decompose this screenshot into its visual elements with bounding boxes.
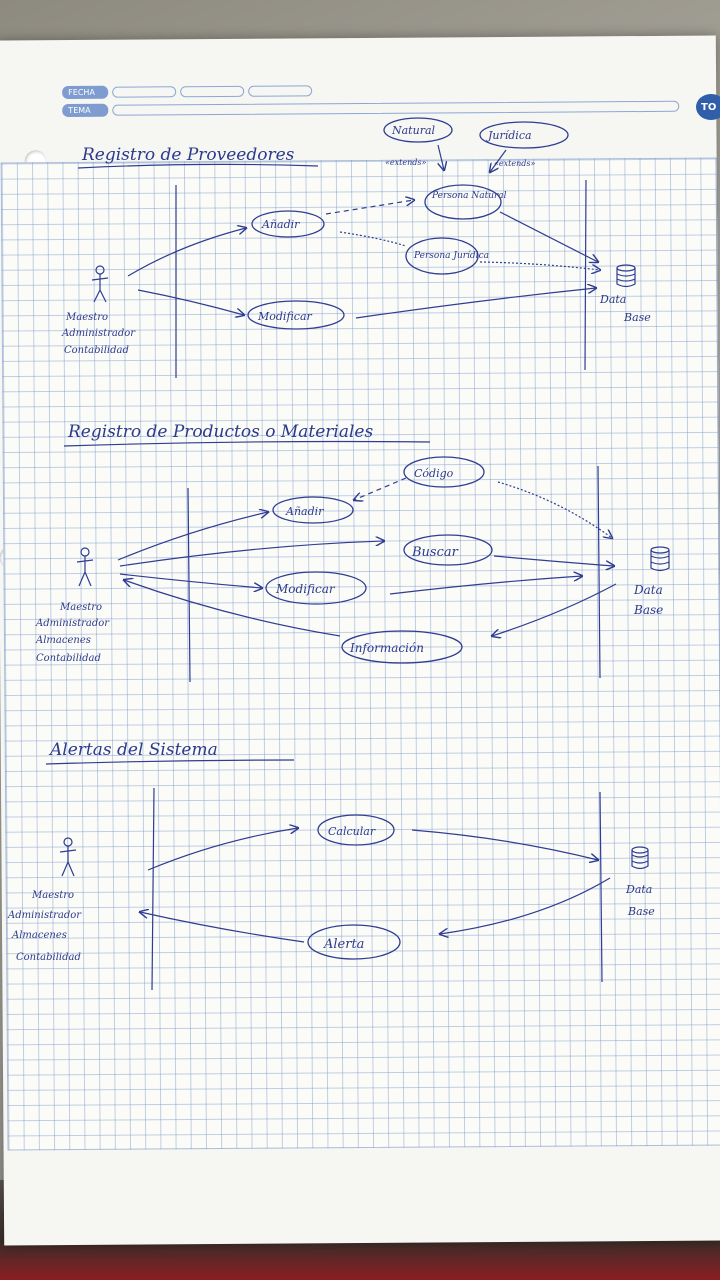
brand-logo: TO bbox=[696, 94, 720, 120]
association-arrow bbox=[127, 228, 246, 277]
system-boundary-right bbox=[584, 179, 587, 371]
system-boundary-right bbox=[599, 791, 603, 983]
title-underline bbox=[45, 759, 295, 765]
use-case-ellipse bbox=[317, 814, 395, 846]
use-case-label: Añadir bbox=[285, 505, 324, 518]
actor-label-4: Contabilidad bbox=[36, 653, 101, 664]
actor-stick-figure bbox=[91, 265, 109, 303]
association-arrow bbox=[440, 877, 611, 934]
use-case-ellipse bbox=[403, 456, 485, 488]
title-underline bbox=[77, 163, 319, 169]
database-icon bbox=[650, 546, 670, 572]
actor-label-3: Almacenes bbox=[11, 930, 67, 941]
association-arrow bbox=[355, 288, 596, 319]
use-case-label: Añadir bbox=[261, 218, 300, 231]
database-label-1: Data bbox=[625, 883, 652, 896]
actor-label-1: Maestro bbox=[65, 312, 108, 323]
diagram-registro-proveedores: Registro de Proveedores Maestro Administ… bbox=[61, 117, 651, 378]
association-arrow bbox=[124, 580, 341, 637]
association-arrow bbox=[493, 555, 614, 566]
association-arrow bbox=[137, 289, 244, 315]
system-boundary-right bbox=[597, 465, 601, 679]
actor-label-1: Maestro bbox=[59, 602, 102, 613]
use-case-ellipse bbox=[265, 571, 367, 605]
actor-label-3: Almacenes bbox=[35, 635, 91, 646]
use-case-ellipse bbox=[307, 924, 401, 960]
use-case-ellipse bbox=[341, 630, 463, 664]
database-label-2: Base bbox=[623, 311, 651, 324]
actor-label-2: Administrador bbox=[35, 618, 110, 629]
actor-stick-figure bbox=[76, 547, 94, 587]
use-case-label: Persona Jurídica bbox=[413, 250, 489, 261]
extension-label: Natural bbox=[391, 124, 436, 137]
stereotype-label: «extends» bbox=[494, 159, 535, 168]
actor-label-2: Administrador bbox=[61, 328, 136, 339]
association-arrow bbox=[411, 829, 598, 860]
actor-stick-figure bbox=[59, 837, 77, 877]
use-case-label: Modificar bbox=[257, 310, 313, 323]
database-icon bbox=[631, 846, 649, 870]
use-case-ellipse bbox=[403, 534, 493, 566]
use-case-ellipse bbox=[405, 237, 479, 275]
extension-label: Jurídica bbox=[486, 129, 532, 142]
use-case-ellipse bbox=[272, 496, 354, 524]
use-case-ellipse bbox=[247, 300, 345, 330]
use-case-label: Código bbox=[414, 467, 454, 480]
diagram-title-proveedores: Registro de Proveedores bbox=[81, 145, 295, 165]
database-label-1: Data bbox=[599, 293, 626, 306]
actor-label-3: Contabilidad bbox=[64, 345, 129, 356]
diagram-alertas-sistema: Alertas del Sistema Maestro Administrado… bbox=[7, 740, 655, 991]
use-case-label: Buscar bbox=[411, 545, 459, 560]
system-boundary-left bbox=[187, 487, 191, 683]
database-icon bbox=[616, 264, 636, 288]
database-label-2: Base bbox=[633, 603, 663, 617]
stereotype-label: «extends» bbox=[385, 158, 426, 167]
include-zigzag bbox=[479, 261, 600, 270]
use-case-label: Información bbox=[349, 641, 424, 655]
dashed-arrow bbox=[354, 477, 407, 500]
extends-arrow bbox=[438, 144, 444, 170]
dashed-arrow bbox=[325, 200, 414, 215]
diagram-registro-productos: Registro de Productos o Materiales Maest… bbox=[35, 422, 670, 683]
database-label-2: Base bbox=[627, 905, 655, 918]
diagram-title-productos: Registro de Productos o Materiales bbox=[67, 422, 373, 442]
use-case-label: Modificar bbox=[275, 582, 336, 596]
association-arrow bbox=[140, 912, 305, 943]
diagram-title-alertas: Alertas del Sistema bbox=[48, 740, 218, 760]
association-arrow bbox=[499, 211, 598, 262]
use-case-label: Persona Natural bbox=[431, 191, 507, 201]
association-arrow bbox=[147, 828, 298, 871]
use-case-ellipse bbox=[251, 210, 325, 238]
extension-ellipse bbox=[479, 121, 569, 149]
include-zigzag bbox=[497, 481, 612, 538]
system-boundary-left bbox=[151, 787, 155, 991]
association-arrow bbox=[119, 573, 262, 588]
extension-ellipse bbox=[383, 117, 453, 143]
brand-logo-text: TO bbox=[701, 101, 717, 113]
association-arrow bbox=[492, 583, 617, 636]
actor-label-4: Contabilidad bbox=[16, 952, 81, 963]
use-case-ellipse bbox=[424, 184, 502, 220]
association-arrow bbox=[119, 541, 384, 567]
actor-label-1: Maestro bbox=[31, 890, 74, 901]
use-case-label: Calcular bbox=[328, 825, 376, 838]
extends-arrow bbox=[490, 149, 507, 172]
title-underline bbox=[63, 440, 431, 447]
association-arrow bbox=[389, 576, 582, 595]
association-arrow bbox=[117, 512, 268, 561]
include-zigzag bbox=[339, 231, 407, 247]
use-case-label: Alerta bbox=[323, 937, 364, 952]
actor-label-2: Administrador bbox=[7, 910, 82, 921]
database-label-1: Data bbox=[633, 583, 663, 597]
